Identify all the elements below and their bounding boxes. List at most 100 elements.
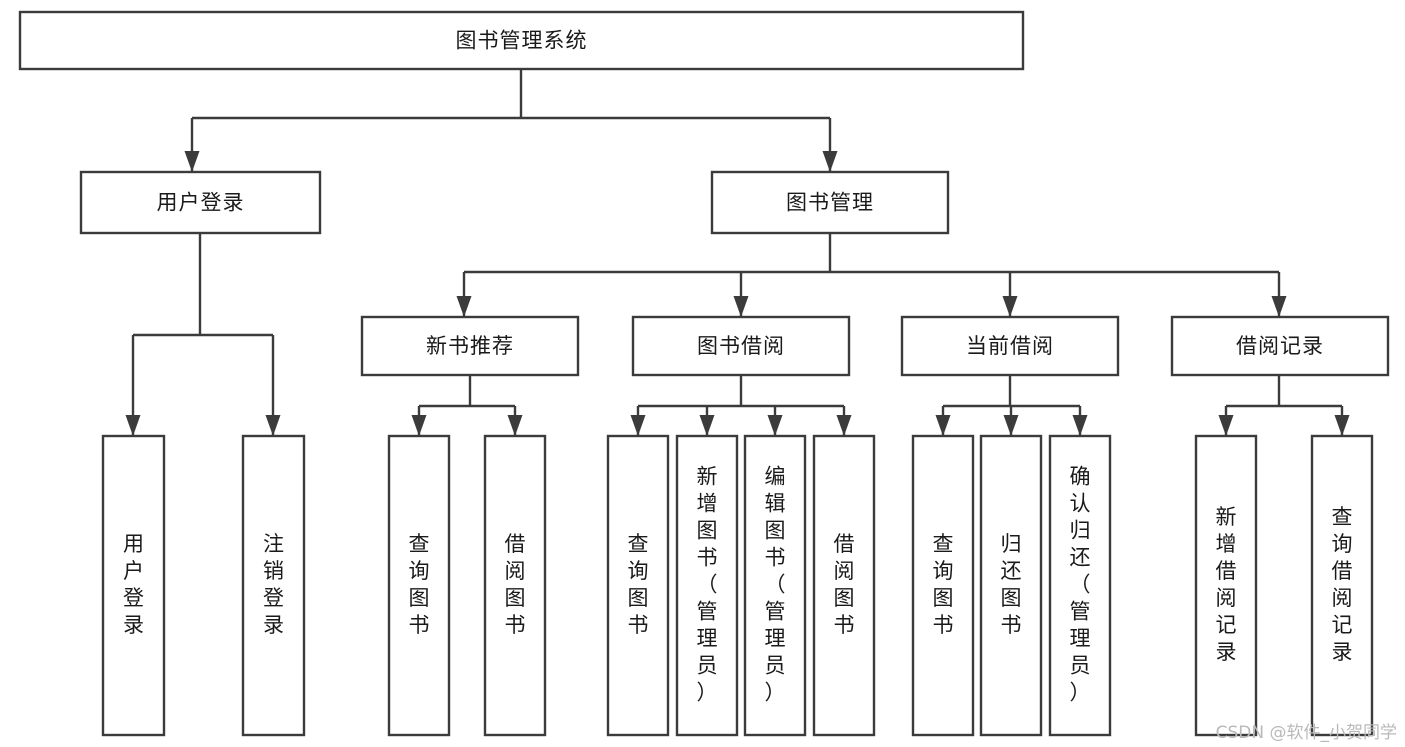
node-root[interactable]: 图书管理系统	[18, 10, 1025, 71]
connector-root-to-level1	[184, 69, 838, 172]
node-label-leaf-query-borrow-record: 记	[1332, 613, 1353, 637]
node-box-leaf-query-book-recommend[interactable]	[387, 434, 451, 737]
node-label-leaf-confirm-return-admin: 认	[1070, 492, 1091, 516]
node-box-current-borrow[interactable]	[900, 315, 1120, 377]
node-label-root: 图书管理系统	[456, 29, 588, 53]
node-label-leaf-confirm-return-admin: 管	[1070, 600, 1091, 624]
node-label-user-login: 用户登录	[157, 191, 245, 215]
node-box-leaf-add-book-admin[interactable]	[675, 434, 739, 737]
node-leaf-user-login[interactable]: 用户登录	[101, 434, 166, 737]
node-label-current-borrow: 当前借阅	[966, 334, 1054, 358]
connector-current-borrow-to-leaves	[935, 375, 1088, 436]
node-book-management[interactable]: 图书管理	[710, 170, 950, 235]
node-label-leaf-edit-book-admin: 理	[765, 627, 786, 651]
node-label-leaf-edit-book-admin: 书	[765, 546, 786, 570]
node-layer: 图书管理系统用户登录图书管理新书推荐图书借阅当前借阅借阅记录用户登录注销登录查询…	[18, 10, 1390, 737]
connector-user-login-to-leaves	[125, 233, 281, 436]
node-box-root[interactable]	[18, 10, 1025, 71]
node-label-leaf-edit-book-admin: 员	[765, 654, 786, 678]
node-label-leaf-borrow-book: 阅	[834, 559, 855, 583]
node-label-new-book-recommend: 新书推荐	[426, 334, 514, 358]
node-box-user-login[interactable]	[79, 170, 322, 235]
node-label-leaf-borrow-book-recommend: 借	[505, 532, 526, 556]
node-label-leaf-query-book-current: 图	[933, 586, 954, 610]
node-user-login[interactable]: 用户登录	[79, 170, 322, 235]
node-label-leaf-query-book-recommend: 询	[409, 559, 430, 583]
node-label-leaf-return-book: 归	[1001, 532, 1022, 556]
node-label-leaf-query-borrow-record: 录	[1332, 640, 1353, 664]
node-label-leaf-confirm-return-admin: 理	[1070, 627, 1091, 651]
node-book-borrow[interactable]: 图书借阅	[631, 315, 851, 377]
node-label-borrow-record: 借阅记录	[1236, 334, 1324, 358]
node-label-leaf-query-borrow-record: 询	[1332, 532, 1353, 556]
node-label-leaf-add-borrow-record: 记	[1216, 613, 1237, 637]
node-box-leaf-borrow-book[interactable]	[812, 434, 876, 737]
node-label-leaf-borrow-book: 图	[834, 586, 855, 610]
node-label-leaf-add-book-admin: （	[697, 573, 718, 597]
connector-book-management-to-level2	[456, 233, 1287, 317]
node-label-leaf-add-borrow-record: 增	[1216, 532, 1237, 556]
node-label-leaf-query-book-recommend: 查	[409, 532, 430, 556]
node-label-leaf-query-book-borrow: 询	[628, 559, 649, 583]
node-current-borrow[interactable]: 当前借阅	[900, 315, 1120, 377]
node-label-leaf-confirm-return-admin: 归	[1070, 519, 1091, 543]
node-new-book-recommend[interactable]: 新书推荐	[360, 315, 580, 377]
node-label-leaf-edit-book-admin: 管	[765, 600, 786, 624]
node-label-leaf-confirm-return-admin: 员	[1070, 654, 1091, 678]
node-label-leaf-logout-login: 销	[263, 559, 284, 583]
node-box-leaf-confirm-return-admin[interactable]	[1048, 434, 1112, 737]
node-label-leaf-add-book-admin: 管	[697, 600, 718, 624]
node-box-leaf-edit-book-admin[interactable]	[743, 434, 807, 737]
node-box-new-book-recommend[interactable]	[360, 315, 580, 377]
node-box-book-management[interactable]	[710, 170, 950, 235]
node-label-leaf-query-book-borrow: 图	[628, 586, 649, 610]
node-box-leaf-query-borrow-record[interactable]	[1310, 434, 1374, 737]
node-box-leaf-borrow-book-recommend[interactable]	[483, 434, 547, 737]
node-label-leaf-logout-login: 录	[263, 613, 284, 637]
node-label-leaf-confirm-return-admin: ）	[1070, 681, 1091, 705]
node-box-leaf-add-borrow-record[interactable]	[1194, 434, 1258, 737]
node-label-leaf-return-book: 还	[1001, 559, 1022, 583]
node-label-leaf-add-book-admin: 员	[697, 654, 718, 678]
node-label-leaf-borrow-book-recommend: 阅	[505, 559, 526, 583]
node-label-leaf-add-borrow-record: 借	[1216, 559, 1237, 583]
connector-borrow-record-to-leaves	[1218, 375, 1350, 436]
node-label-leaf-borrow-book-recommend: 图	[505, 586, 526, 610]
node-label-leaf-query-borrow-record: 借	[1332, 559, 1353, 583]
connector-new-book-recommend-to-leaves	[411, 375, 523, 436]
node-box-leaf-query-book-borrow[interactable]	[606, 434, 670, 737]
node-label-leaf-add-book-admin: 新	[697, 465, 718, 489]
node-label-leaf-add-borrow-record: 新	[1216, 505, 1237, 529]
node-label-leaf-return-book: 图	[1001, 586, 1022, 610]
node-label-leaf-logout-login: 注	[263, 532, 284, 556]
node-label-leaf-add-book-admin: 增	[697, 492, 718, 516]
node-label-leaf-query-book-borrow: 书	[628, 613, 649, 637]
node-label-leaf-query-book-current: 书	[933, 613, 954, 637]
node-borrow-record[interactable]: 借阅记录	[1170, 315, 1390, 377]
node-box-book-borrow[interactable]	[631, 315, 851, 377]
node-label-leaf-query-borrow-record: 查	[1332, 505, 1353, 529]
node-label-leaf-add-book-admin: 图	[697, 519, 718, 543]
node-box-leaf-query-book-current[interactable]	[911, 434, 975, 737]
node-label-leaf-edit-book-admin: 辑	[765, 492, 786, 516]
node-box-leaf-return-book[interactable]	[979, 434, 1043, 737]
node-box-borrow-record[interactable]	[1170, 315, 1390, 377]
node-box-leaf-user-login[interactable]	[101, 434, 166, 737]
node-box-leaf-logout-login[interactable]	[241, 434, 306, 737]
node-label-leaf-query-book-borrow: 查	[628, 532, 649, 556]
node-label-leaf-confirm-return-admin: （	[1070, 573, 1091, 597]
node-label-leaf-borrow-book: 借	[834, 532, 855, 556]
